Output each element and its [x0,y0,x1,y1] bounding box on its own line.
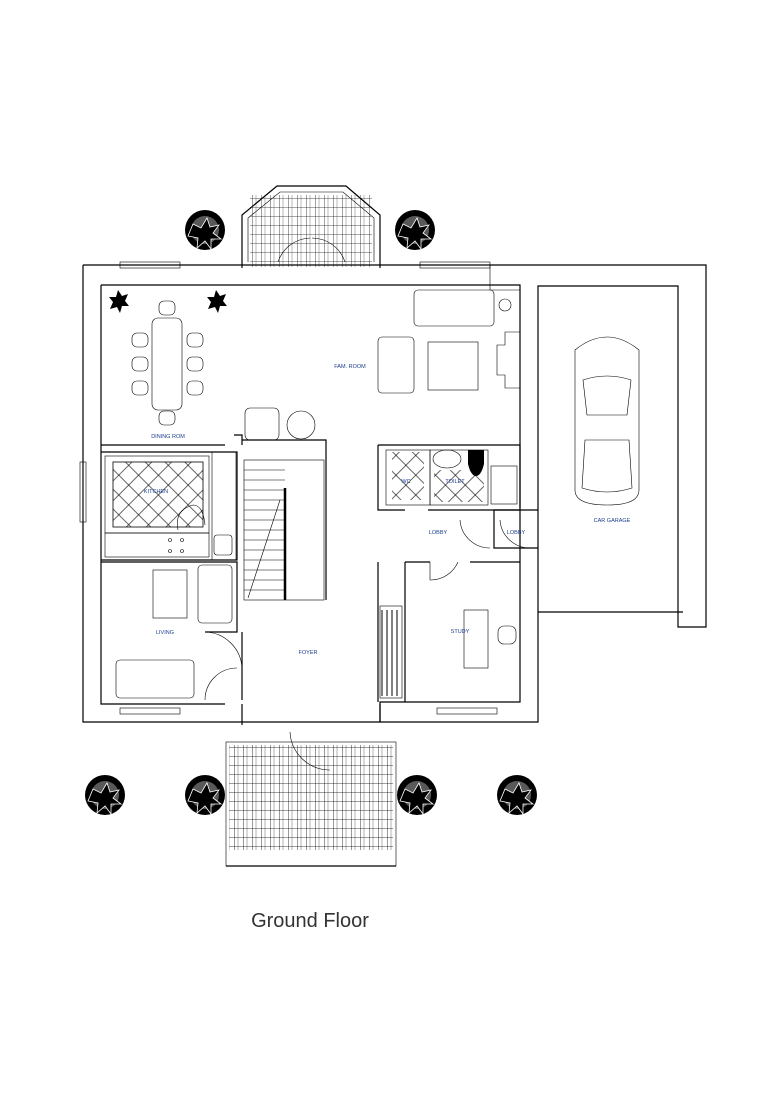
study-furniture [379,519,531,699]
room-label-lobby: LOBBY [429,530,448,536]
staircase [243,407,325,601]
room-label-toilet: TOILET [445,479,465,485]
room-label-dining: DINING ROM [151,434,185,440]
tree-icon [496,774,538,816]
room-label-wc: WC [401,479,410,485]
living-furniture [115,564,243,701]
tree-icon [84,774,126,816]
bathroom-fixtures [385,449,518,506]
room-label-kitchen: KITCHEN [144,489,168,495]
tree-icon [394,209,436,251]
room-label-study: STUDY [451,629,470,635]
kitchen-fixtures [104,451,237,561]
drawing-title: Ground Floor [251,910,369,932]
room-label-living: LIVING [156,630,174,636]
room-label-foyer: FOYER [299,650,318,656]
patio-doors [277,237,346,263]
room-label-lobby-2: LOBBY [507,530,526,536]
tree-icon [184,774,226,816]
dining-table [109,290,227,426]
room-label-family: FAM. ROOM [334,364,366,370]
tree-icon [184,209,226,251]
room-label-garage: CAR GARAGE [594,518,631,524]
bay-window-patio [241,185,381,268]
tree-icon [396,774,438,816]
family-room-furniture [377,289,520,394]
car [574,336,640,506]
exterior-walls [82,264,707,725]
entrance-porch [225,731,397,867]
